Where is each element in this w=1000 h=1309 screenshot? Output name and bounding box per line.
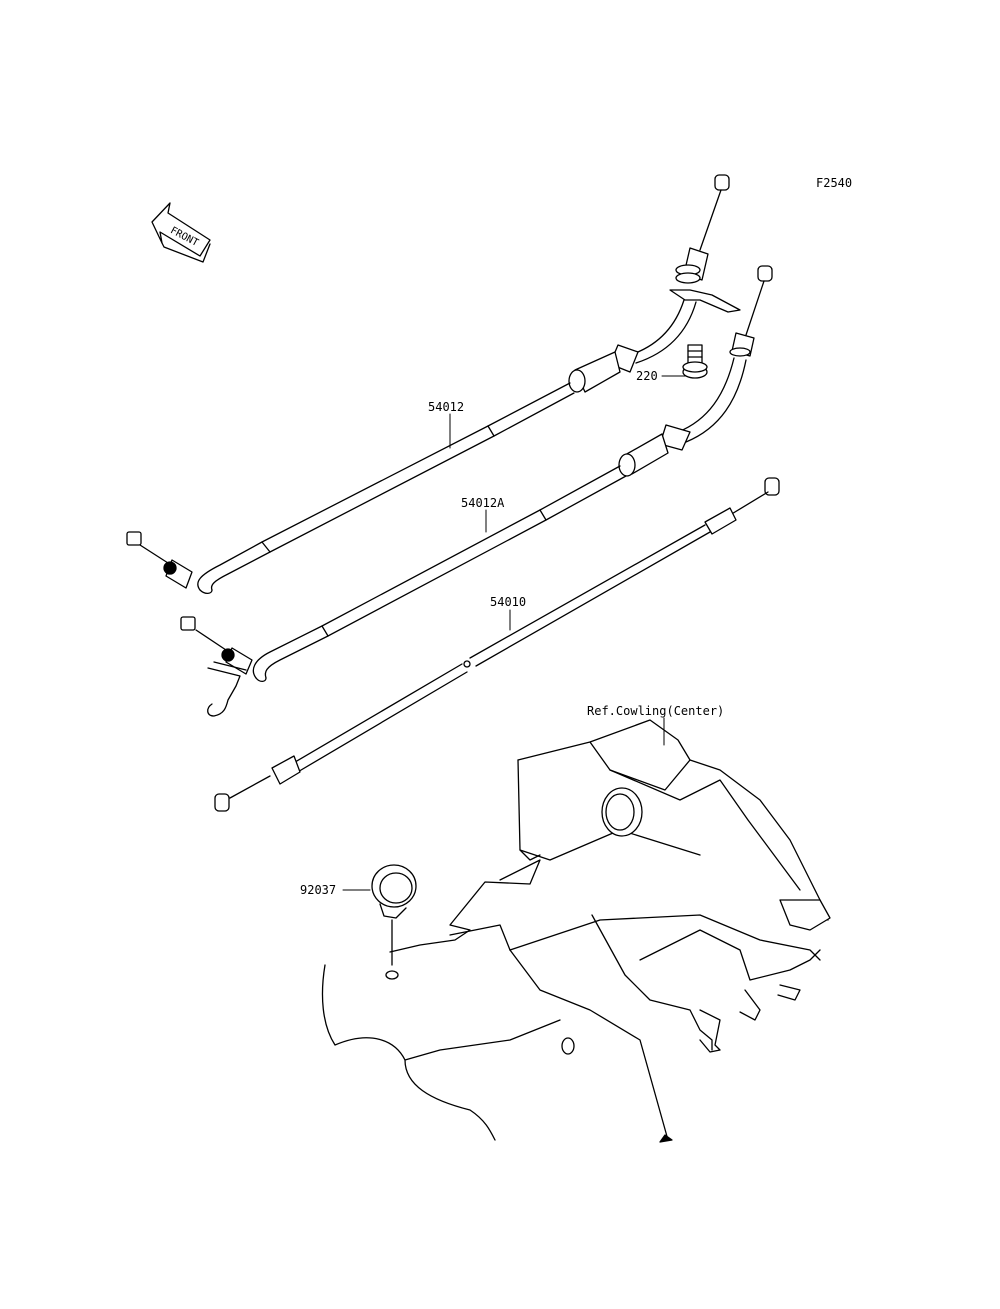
bolt-icon <box>682 344 708 379</box>
leader-lines <box>342 375 687 891</box>
choke-cable-lower <box>214 477 780 812</box>
front-arrow-icon: FRONT <box>151 202 211 263</box>
callout-92037: 92037 <box>300 883 337 897</box>
callout-220: 220 <box>636 369 658 383</box>
callout-54012a: 54012A <box>461 496 505 510</box>
callout-cowling-ref: Ref.Cowling(Center) <box>587 704 725 718</box>
cowling-center <box>321 719 831 1143</box>
grommet-icon <box>371 864 417 980</box>
throttle-cable-middle <box>180 265 773 717</box>
throttle-cable-upper <box>126 174 741 595</box>
callout-54012: 54012 <box>428 400 465 414</box>
callout-54010: 54010 <box>490 595 527 609</box>
figure-code: F2540 <box>816 176 853 190</box>
